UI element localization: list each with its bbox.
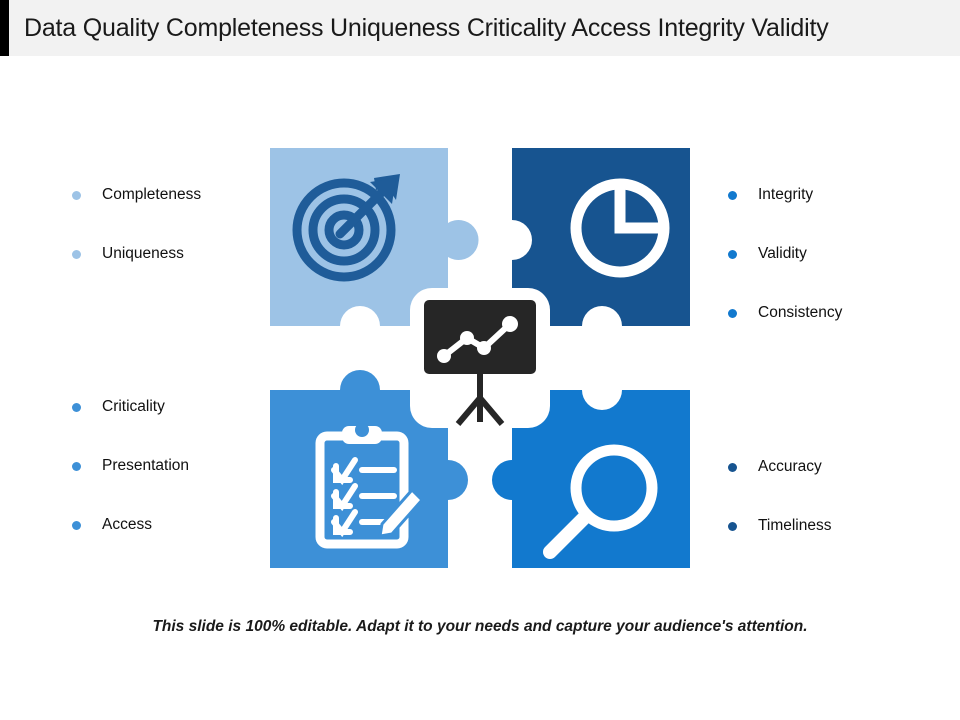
list-item-access[interactable]: Access — [72, 514, 152, 536]
list-item-uniqueness[interactable]: Uniqueness — [72, 243, 184, 265]
list-item-accuracy[interactable]: Accuracy — [728, 456, 822, 478]
clipboard-checklist-pencil-icon — [315, 423, 425, 549]
puzzle-piece-top-right[interactable] — [512, 148, 690, 326]
bullet-icon — [72, 249, 81, 259]
list-item-integrity[interactable]: Integrity — [728, 184, 813, 206]
list-item-label: Timeliness — [758, 517, 832, 534]
list-item-label: Accuracy — [758, 458, 822, 475]
bullet-icon — [72, 402, 81, 412]
magnifying-glass-icon — [543, 444, 658, 559]
slide-header: Data Quality Completeness Uniqueness Cri… — [0, 0, 960, 56]
list-item-label: Validity — [758, 245, 807, 262]
bullet-icon — [72, 520, 81, 530]
list-item-validity[interactable]: Validity — [728, 243, 807, 265]
bullet-icon — [728, 462, 737, 472]
puzzle-piece-bottom-left[interactable] — [270, 370, 468, 568]
list-item-criticality[interactable]: Criticality — [72, 396, 165, 418]
bullet-icon — [728, 308, 737, 318]
list-item-timeliness[interactable]: Timeliness — [728, 515, 832, 537]
presentation-line-chart-icon — [424, 300, 536, 426]
jigsaw-diagram — [262, 140, 698, 576]
clock-icon — [570, 178, 670, 278]
list-item-label: Presentation — [102, 457, 190, 474]
bullet-icon — [72, 461, 81, 471]
target-dartboard-arrow-icon — [292, 174, 400, 282]
list-item-label: Uniqueness — [102, 245, 184, 262]
list-item-consistency[interactable]: Consistency — [728, 302, 842, 324]
list-item-label: Consistency — [758, 304, 843, 321]
list-item-presentation[interactable]: Presentation — [72, 455, 189, 477]
list-item-completeness[interactable]: Completeness — [72, 184, 201, 206]
bullet-icon — [72, 190, 81, 200]
puzzle-piece-bottom-right[interactable] — [492, 390, 690, 568]
bullet-icon — [728, 521, 737, 531]
list-item-label: Access — [102, 516, 152, 533]
footer-note: This slide is 100% editable. Adapt it to… — [152, 618, 808, 635]
header-accent-bar — [0, 0, 9, 56]
bullet-icon — [728, 249, 737, 259]
bullet-icon — [728, 190, 737, 200]
list-item-label: Integrity — [758, 186, 814, 203]
puzzle-piece-top-left[interactable] — [270, 148, 479, 326]
list-item-label: Completeness — [102, 186, 202, 203]
page-title: Data Quality Completeness Uniqueness Cri… — [24, 14, 829, 42]
list-item-label: Criticality — [102, 398, 165, 415]
